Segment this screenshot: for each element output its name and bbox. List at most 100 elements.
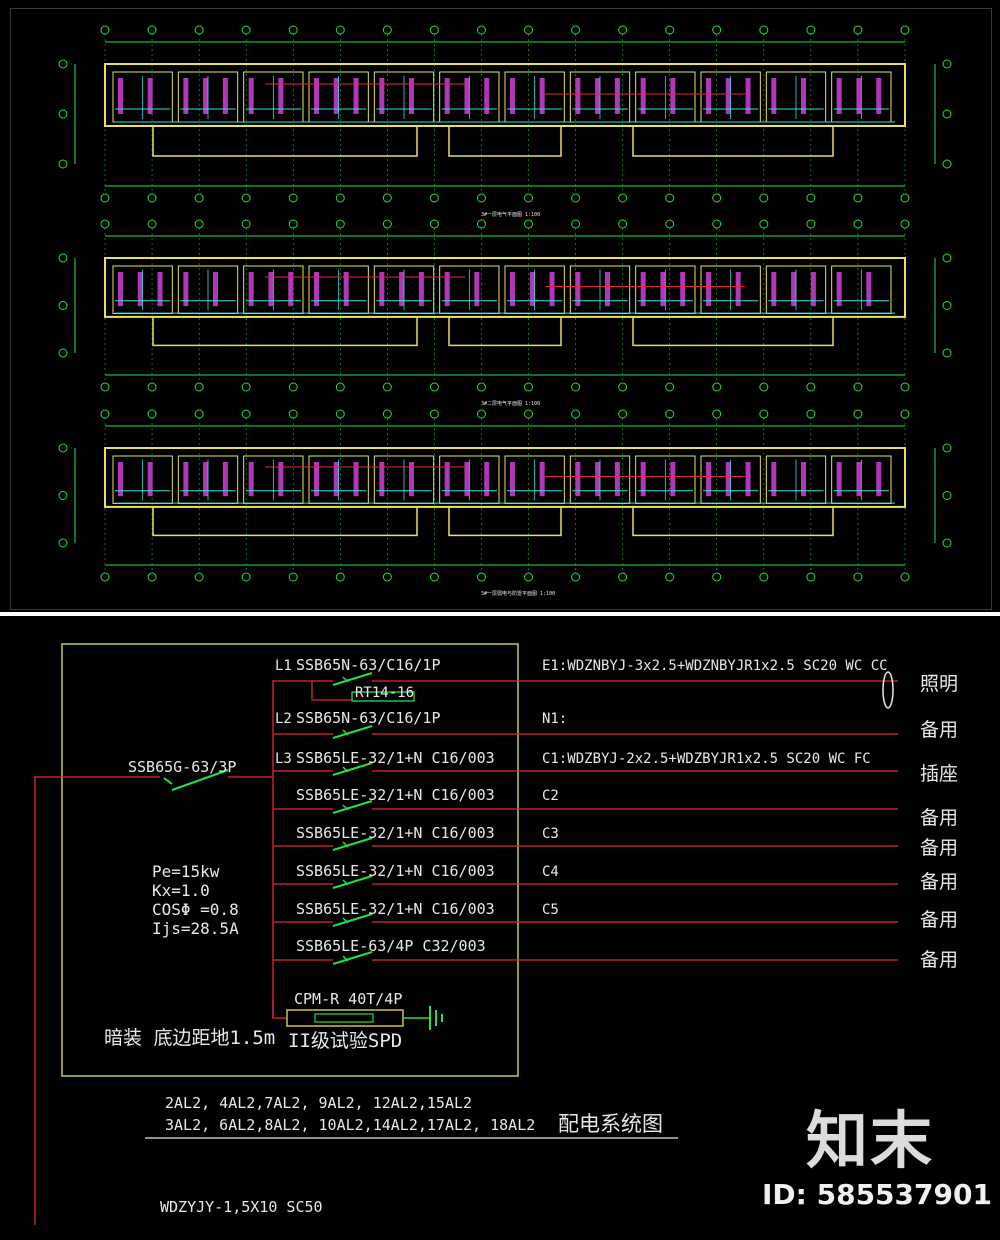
axis-bubble-bottom	[194, 382, 204, 392]
fixture-mark	[575, 272, 581, 307]
fixture-mark	[333, 78, 339, 114]
axis-bubble-bottom	[524, 572, 534, 582]
fixture-mark	[409, 78, 414, 114]
distribution-box-frame	[61, 643, 519, 1077]
axis-bubble-bottom	[900, 193, 910, 203]
axis-bubble-top	[806, 409, 816, 419]
row-bubble-right	[942, 253, 952, 263]
branch-use: 备用	[920, 807, 958, 829]
axis-bubble-bottom	[147, 382, 157, 392]
branch-device: SSB65LE-32/1+N C16/003	[296, 862, 495, 880]
branch-switch-mark	[342, 676, 349, 683]
branch-use: 备用	[920, 837, 958, 859]
axis-bubble-top	[853, 409, 863, 419]
fixture-mark	[539, 462, 545, 497]
branch-use: 备用	[920, 871, 958, 893]
fixture-mark	[333, 462, 339, 497]
fixture-mark	[510, 272, 515, 307]
axis-bubble-bottom	[476, 193, 486, 203]
spd-note: II级试验SPD	[288, 1030, 402, 1052]
row-bubble-right	[942, 109, 952, 119]
fixture-mark	[670, 462, 676, 497]
fixture-mark	[706, 462, 711, 497]
axis-bubble-top	[147, 219, 157, 229]
fixture-mark	[745, 462, 751, 497]
axis-bubble-bottom	[900, 382, 910, 392]
fixture-mark	[856, 78, 862, 114]
branch-phase: L3	[275, 751, 292, 767]
axis-bubble-bottom	[712, 193, 722, 203]
axis-bubble-top	[241, 219, 251, 229]
axis-bubble-top	[524, 25, 534, 35]
fixture-mark	[605, 272, 610, 307]
fixture-mark	[343, 272, 349, 307]
branch-switch	[332, 672, 373, 686]
load-pe: Pe=15kw	[152, 862, 220, 881]
fixture-mark	[118, 272, 123, 307]
axis-bubble-bottom	[288, 193, 298, 203]
axis-bubble-bottom	[100, 193, 110, 203]
axis-bubble-bottom	[665, 572, 675, 582]
branch-switch-mark	[342, 917, 349, 924]
fixture-mark	[137, 272, 143, 307]
incoming-wire	[34, 776, 160, 1225]
axis-bubble-bottom	[665, 382, 675, 392]
axis-bubble-bottom	[288, 382, 298, 392]
branch-circuit: C5	[542, 902, 559, 918]
axis-bubble-top	[147, 409, 157, 419]
plan-title: 3#一层电气平面图 1:100	[481, 211, 540, 218]
axis-bubble-bottom	[806, 193, 816, 203]
wing-wall	[152, 316, 418, 347]
fixture-mark	[706, 272, 711, 307]
fixture-mark	[549, 272, 555, 307]
fixture-mark	[484, 78, 490, 114]
axis-bubble-top	[194, 219, 204, 229]
plan-title: 3#二层电气平面图 1:100	[481, 400, 540, 407]
fixture-mark	[203, 78, 209, 114]
branch-switch	[332, 800, 373, 814]
axis-bubble-bottom	[712, 382, 722, 392]
axis-bubble-top	[335, 25, 345, 35]
fixture-mark	[791, 272, 797, 307]
floor-plan: 3#一层弱电与防雷平面图 1:100	[58, 409, 952, 597]
axis-bubble-top	[429, 219, 439, 229]
fixture-mark	[353, 462, 359, 497]
axis-bubble-top	[429, 409, 439, 419]
fixture-mark	[510, 462, 515, 497]
fixture-mark	[278, 462, 284, 497]
fixture-mark	[725, 462, 731, 497]
axis-bubble-top	[476, 25, 486, 35]
fixture-mark	[771, 272, 777, 307]
fixture-mark	[771, 78, 777, 114]
main-breaker-contact-mark	[163, 777, 173, 785]
fixture-mark	[418, 272, 424, 307]
axis-bubble-bottom	[241, 572, 251, 582]
main-breaker-switch	[171, 769, 229, 791]
fixture-mark	[353, 78, 359, 114]
spd-element	[314, 1013, 374, 1023]
row-bubble-right	[942, 491, 952, 500]
main-breaker-label: SSB65G-63/3P	[128, 758, 236, 776]
branch-device: SSB65LE-32/1+N C16/003	[296, 749, 495, 767]
fixture-mark	[575, 462, 581, 497]
spd-box	[286, 1009, 404, 1027]
branch-circuit: C4	[542, 864, 559, 880]
axis-bubble-bottom	[382, 193, 392, 203]
fixture-mark	[379, 78, 385, 114]
fixture-mark	[484, 462, 490, 497]
branch-switch-mark	[342, 955, 349, 962]
row-bubble-right	[942, 159, 952, 169]
axis-bubble-bottom	[100, 382, 110, 392]
branch-device: SSB65LE-63/4P C32/003	[296, 937, 486, 955]
branch-use: 照明	[920, 673, 958, 695]
row-bubble-left	[58, 348, 68, 358]
fixture-mark	[183, 272, 189, 307]
panel-ids-line2: 3AL2, 6AL2,8AL2, 10AL2,14AL2,17AL2, 18AL…	[165, 1116, 535, 1134]
floor-plan: 3#二层电气平面图 1:100	[58, 219, 952, 407]
fixture-mark	[640, 272, 646, 307]
axis-bubble-top	[241, 25, 251, 35]
axis-bubble-top	[382, 25, 392, 35]
axis-bubble-top	[288, 219, 298, 229]
fixture-mark	[866, 272, 872, 307]
brand-logo: 知末	[806, 1104, 935, 1177]
